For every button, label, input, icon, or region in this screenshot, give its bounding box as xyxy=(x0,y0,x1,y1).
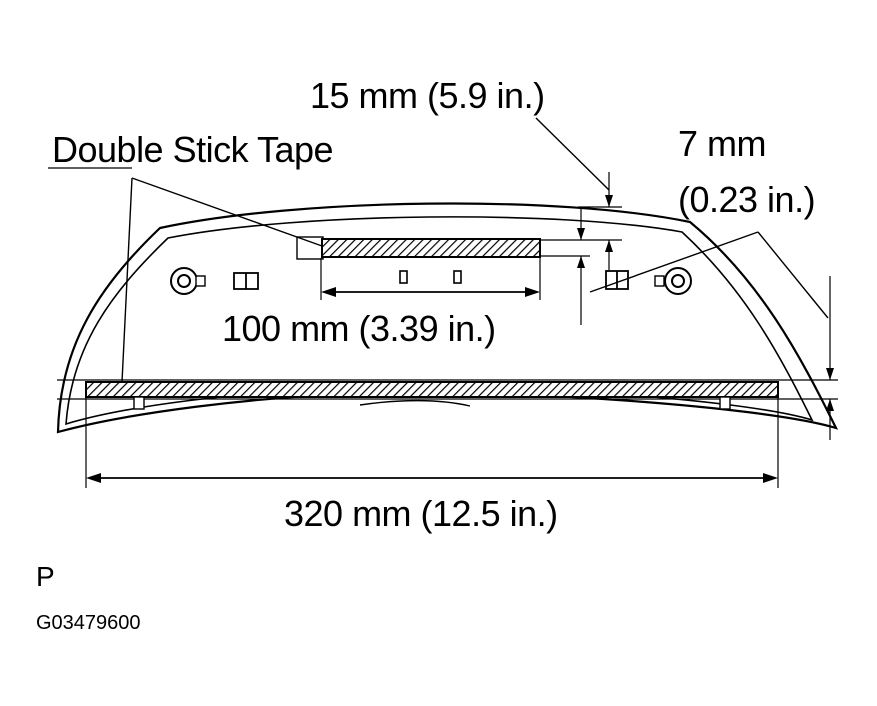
tape-holder-box xyxy=(296,236,324,260)
clip-left xyxy=(133,396,145,410)
tape-leader-to-long-strip xyxy=(121,177,133,383)
side-offset-label-line1: 7 mm xyxy=(678,123,766,164)
clip-right xyxy=(719,396,731,410)
side-offset-arrow-a xyxy=(826,368,834,380)
long-tape-arrow-right xyxy=(763,473,778,483)
long-tape-arrow-left xyxy=(86,473,101,483)
view-letter: P xyxy=(36,561,55,592)
side-offset-leader-to-part xyxy=(589,231,759,293)
top-offset-leader xyxy=(535,117,610,191)
connector-left xyxy=(233,272,259,290)
short-tape-arrow-left xyxy=(321,287,336,297)
long-tape-strip xyxy=(85,381,779,398)
long-tape-dimension-label: 320 mm (12.5 in.) xyxy=(284,493,558,534)
clip-mid-1 xyxy=(399,270,408,284)
side-offset-leader xyxy=(757,231,829,319)
top-offset-arrow-c xyxy=(605,195,613,207)
figure-code: G03479600 xyxy=(36,612,141,634)
side-offset-arrow-b xyxy=(826,399,834,411)
screw-boss-left xyxy=(170,267,206,295)
bottom-center-contour xyxy=(359,399,471,407)
top-offset-arrow-d xyxy=(605,240,613,252)
side-offset-label-line2: (0.23 in.) xyxy=(678,179,815,220)
screw-boss-right xyxy=(654,267,692,295)
top-offset-label: 15 mm (5.9 in.) xyxy=(310,75,545,116)
top-offset-arrow-a xyxy=(577,228,585,240)
clip-mid-2 xyxy=(453,270,462,284)
short-tape-arrow-right xyxy=(525,287,540,297)
short-tape-strip xyxy=(321,238,541,258)
tape-label: Double Stick Tape xyxy=(52,129,333,170)
tape-leader-to-short-strip xyxy=(131,177,323,247)
short-tape-dimension-label: 100 mm (3.39 in.) xyxy=(222,308,496,349)
top-offset-arrow-b xyxy=(577,256,585,268)
